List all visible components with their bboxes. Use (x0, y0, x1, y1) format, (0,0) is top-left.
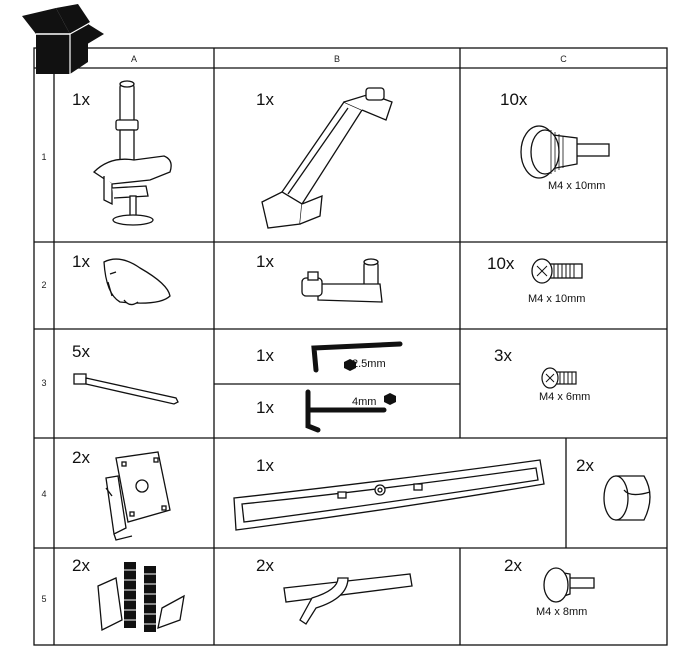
package-box-icon (22, 4, 104, 74)
cell-2c-label: M4 x 10mm (528, 293, 586, 305)
cable-clip-icon (283, 573, 413, 625)
cell-3b2-quantity: 1x (256, 398, 274, 417)
cell-2b-quantity: 1x (256, 252, 274, 271)
cell-1b-quantity: 1x (256, 90, 274, 109)
thumb-screw-small-icon (543, 567, 595, 603)
phillips-screw-small-icon (541, 367, 577, 389)
cell-1c-label: M4 x 10mm (548, 180, 606, 192)
row-label-5: 5 (41, 594, 47, 604)
velcro-strap-icon (97, 562, 185, 632)
cell-5c-quantity: 2x (504, 556, 522, 575)
thumb-screw-icon (520, 125, 610, 179)
allen-key-icon (311, 341, 403, 373)
monitor-arm-icon (261, 87, 393, 229)
cell-1a-quantity: 1x (72, 90, 90, 109)
column-header-c: C (560, 54, 567, 64)
cell-4c-quantity: 2x (576, 456, 594, 475)
row-label-3: 3 (41, 378, 47, 388)
cell-2c-quantity: 10x (487, 254, 515, 273)
phillips-screw-icon (531, 258, 583, 284)
end-cap-icon (603, 475, 651, 521)
cable-tie-icon (73, 373, 179, 405)
cell-4a-quantity: 2x (72, 448, 90, 467)
vesa-bracket-icon (105, 451, 171, 541)
row-label-4: 4 (41, 489, 47, 499)
cell-3b1-label: 2.5mm (352, 358, 386, 370)
desk-clamp-pole-icon (92, 80, 172, 226)
arm-extension-icon (301, 258, 383, 303)
cell-1c-quantity: 10x (500, 90, 528, 109)
cell-5c-label: M4 x 8mm (536, 606, 588, 618)
cell-5a-quantity: 2x (72, 556, 90, 575)
crossbar-icon (233, 459, 545, 531)
row-label-1: 1 (41, 152, 47, 162)
cell-3b1-quantity: 1x (256, 346, 274, 365)
cell-5b-quantity: 2x (256, 556, 274, 575)
cell-3c-quantity: 3x (494, 346, 512, 365)
cell-3a-quantity: 5x (72, 342, 90, 361)
cell-4b-quantity: 1x (256, 456, 274, 475)
cell-3b2-label: 4mm (352, 396, 377, 408)
cable-cover-icon (103, 258, 171, 306)
column-header-a: A (130, 54, 137, 64)
column-header-b: B (333, 54, 340, 64)
row-label-2: 2 (41, 280, 47, 290)
t-handle-key-icon (305, 389, 396, 433)
cell-2a-quantity: 1x (72, 252, 90, 271)
cell-3c-label: M4 x 6mm (539, 391, 591, 403)
